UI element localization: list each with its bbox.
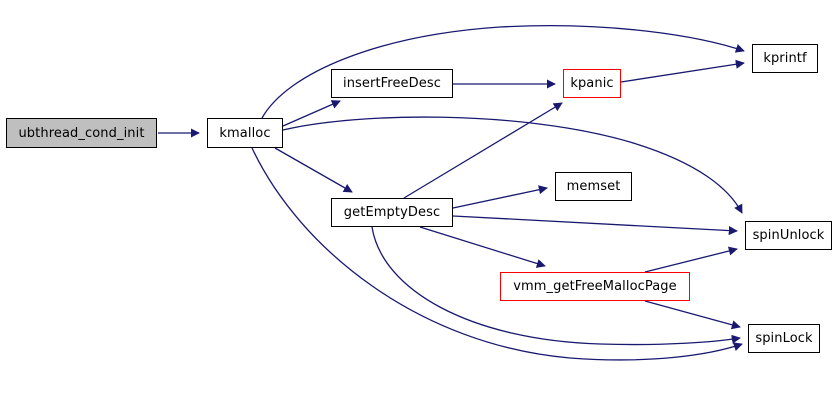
edge-getEmptyDesc-kpanic	[403, 102, 563, 199]
node-label: memset	[566, 179, 621, 194]
graph-node-spinUnlock[interactable]: spinUnlock	[745, 221, 832, 250]
graph-node-spinLock[interactable]: spinLock	[748, 324, 820, 353]
node-label: spinUnlock	[752, 228, 825, 243]
graph-node-kpanic[interactable]: kpanic	[563, 69, 621, 98]
edge-vmm_getFreeMallocPage-spinUnlock	[644, 246, 738, 273]
graph-node-ubthread_cond_init[interactable]: ubthread_cond_init	[6, 118, 157, 148]
node-label: vmm_getFreeMallocPage	[513, 279, 677, 294]
graph-node-vmm_getFreeMallocPage[interactable]: vmm_getFreeMallocPage	[500, 272, 690, 301]
edge-kmalloc-spinUnlock	[282, 116, 743, 214]
node-label: insertFreeDesc	[343, 76, 441, 91]
edge-getEmptyDesc-vmm_getFreeMallocPage	[419, 226, 546, 268]
edge-kmalloc-spinLock	[251, 147, 743, 361]
node-label: kmalloc	[219, 125, 271, 141]
node-label: kpanic	[570, 76, 614, 91]
edge-getEmptyDesc-memset	[452, 185, 548, 209]
node-label: spinLock	[755, 331, 813, 346]
node-label: ubthread_cond_init	[18, 125, 145, 141]
graph-node-memset[interactable]: memset	[555, 172, 632, 201]
edge-kmalloc-getEmptyDesc	[274, 147, 353, 193]
edge-getEmptyDesc-spinLock	[371, 226, 741, 346]
graph-node-kprintf[interactable]: kprintf	[752, 44, 818, 73]
edge-kpanic-kprintf	[620, 59, 745, 83]
graph-node-getEmptyDesc[interactable]: getEmptyDesc	[331, 198, 453, 227]
edge-vmm_getFreeMallocPage-spinLock	[644, 300, 741, 330]
graph-node-kmalloc[interactable]: kmalloc	[207, 118, 283, 148]
node-label: kprintf	[763, 51, 807, 66]
edge-getEmptyDesc-spinUnlock	[452, 215, 738, 236]
edge-kmalloc-insertFreeDesc	[282, 100, 341, 127]
node-label: getEmptyDesc	[343, 205, 441, 220]
graph-node-insertFreeDesc[interactable]: insertFreeDesc	[331, 69, 453, 98]
edge-kmalloc-kprintf	[261, 25, 745, 119]
